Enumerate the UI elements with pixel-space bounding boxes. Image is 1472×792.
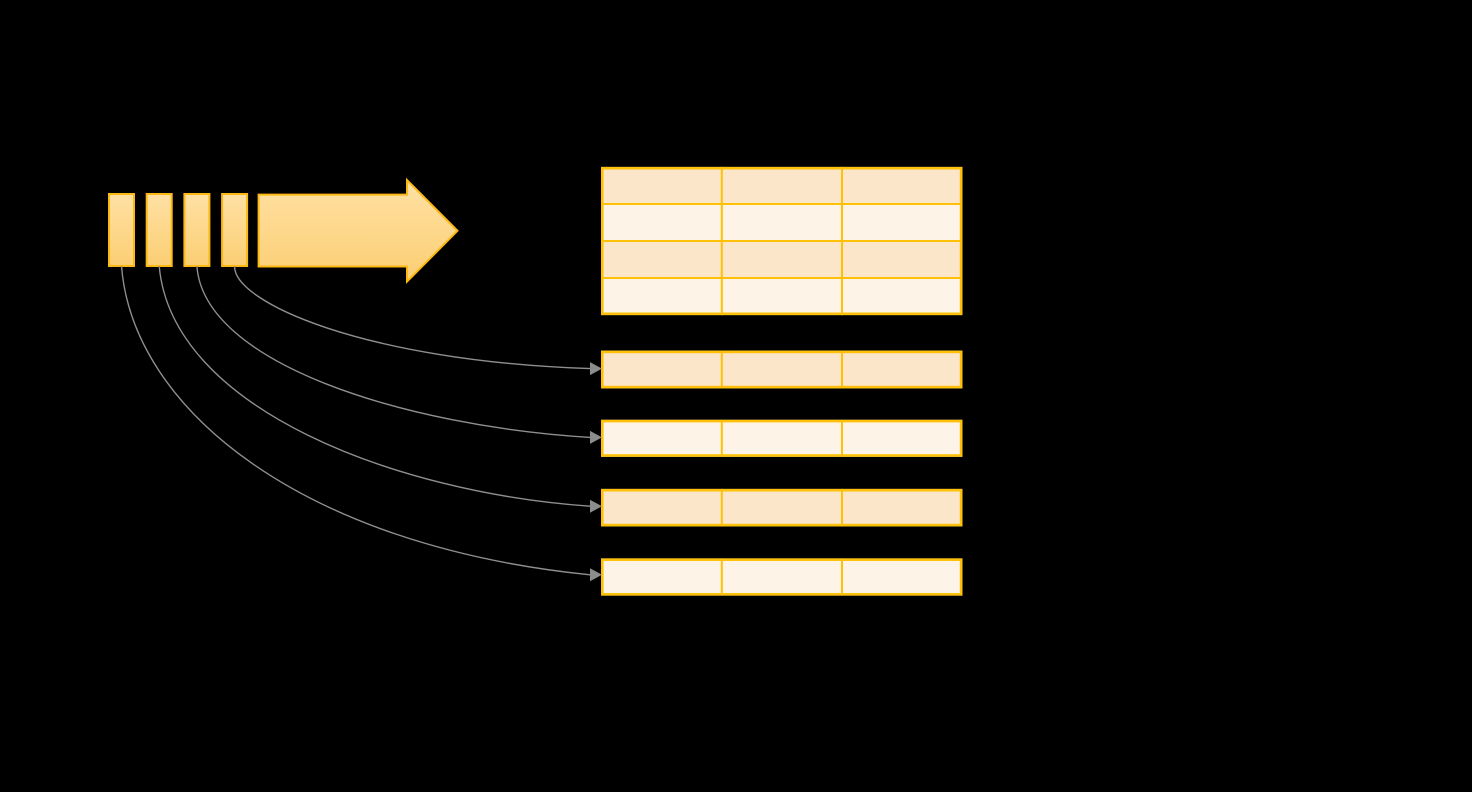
connector-line <box>196 265 591 439</box>
table-cell-row <box>601 241 963 279</box>
token-segments <box>108 193 249 267</box>
row-table-3 <box>600 488 963 527</box>
connector-line <box>158 265 591 507</box>
table-border <box>600 419 963 457</box>
connector-segment-3-to-row-table-2 <box>196 265 602 444</box>
segment-2 <box>145 193 173 267</box>
connector-arrowhead-icon <box>590 568 602 582</box>
table-cell-row <box>601 166 963 204</box>
connector-segment-4-to-row-table-1 <box>233 265 602 376</box>
connector-arrowhead-icon <box>590 499 602 513</box>
table-cell-row <box>601 278 963 316</box>
table-border <box>600 350 963 389</box>
table-cell-row <box>601 419 963 457</box>
table-border <box>600 558 963 596</box>
table-cell-row <box>601 350 963 389</box>
flow-arrow <box>257 177 459 285</box>
batch-table <box>600 166 963 316</box>
segment-3 <box>183 193 211 267</box>
table-border <box>600 488 963 527</box>
connector-segment-2-to-row-table-3 <box>158 265 602 513</box>
connector-arrowhead-icon <box>590 430 602 444</box>
row-table-4 <box>600 558 963 596</box>
segment-1 <box>108 193 135 267</box>
connector-line <box>120 265 591 576</box>
connector-segment-1-to-row-table-4 <box>120 265 602 582</box>
table-cell-row <box>601 488 963 527</box>
row-table-2 <box>600 419 963 457</box>
connector-arrowhead-icon <box>590 362 602 376</box>
table-cell-row <box>601 203 963 241</box>
table-cell-row <box>601 558 963 596</box>
connector-line <box>233 265 591 370</box>
segment-4 <box>221 193 249 267</box>
table-border <box>600 166 963 316</box>
row-table-1 <box>600 350 963 389</box>
